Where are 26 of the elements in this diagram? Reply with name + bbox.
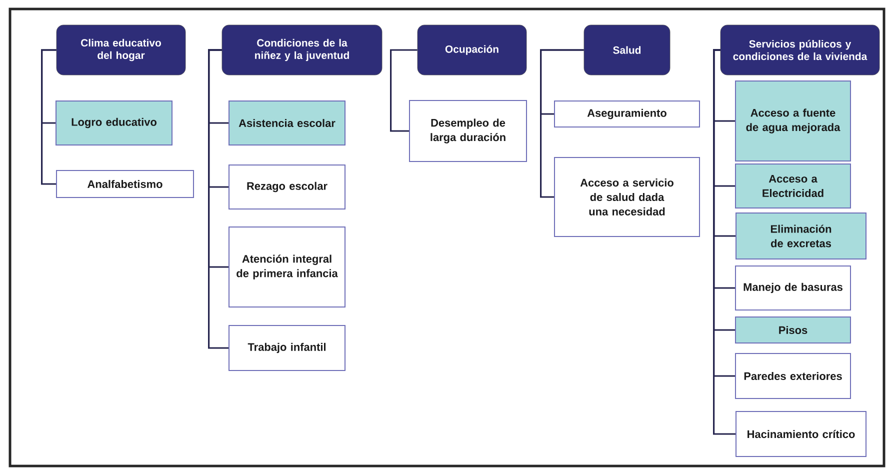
- indicator-box: Acceso a servicio de salud dada una necesidad: [554, 157, 700, 237]
- category-header: Clima educativo del hogar: [56, 24, 186, 76]
- indicator-box: Rezago escolar: [228, 164, 346, 210]
- indicator-box: Paredes exteriores: [735, 353, 851, 399]
- connector-line: [713, 49, 736, 435]
- connector-line: [41, 49, 56, 185]
- connector-line: [540, 49, 584, 198]
- indicator-box: Acceso a Electricidad: [735, 164, 851, 208]
- indicator-box: Atención integral de primera infancia: [228, 226, 346, 308]
- indicator-box: Logro educativo: [56, 100, 172, 146]
- indicator-box: Analfabetismo: [56, 170, 194, 198]
- indicator-box: Desempleo de larga duración: [409, 100, 527, 162]
- indicator-box: Asistencia escolar: [228, 100, 346, 146]
- category-header: Ocupación: [417, 24, 527, 76]
- indicator-box: Pisos: [735, 316, 851, 344]
- category-header: Servicios públicos y condiciones de la vivienda: [720, 24, 880, 76]
- indicator-box: Eliminación de excretas: [736, 212, 866, 260]
- indicator-box: Trabajo infantil: [228, 325, 346, 371]
- indicator-box: Hacinamiento crítico: [736, 411, 866, 457]
- connector-line: [390, 49, 418, 132]
- indicator-box: Manejo de basuras: [735, 266, 851, 310]
- connector-line: [208, 49, 228, 349]
- indicator-box: Acceso a fuente de agua mejorada: [735, 80, 851, 162]
- indicator-box: Aseguramiento: [554, 100, 700, 128]
- category-header: Condiciones de la niñez y la juventud: [222, 24, 382, 76]
- category-header: Salud: [584, 24, 670, 76]
